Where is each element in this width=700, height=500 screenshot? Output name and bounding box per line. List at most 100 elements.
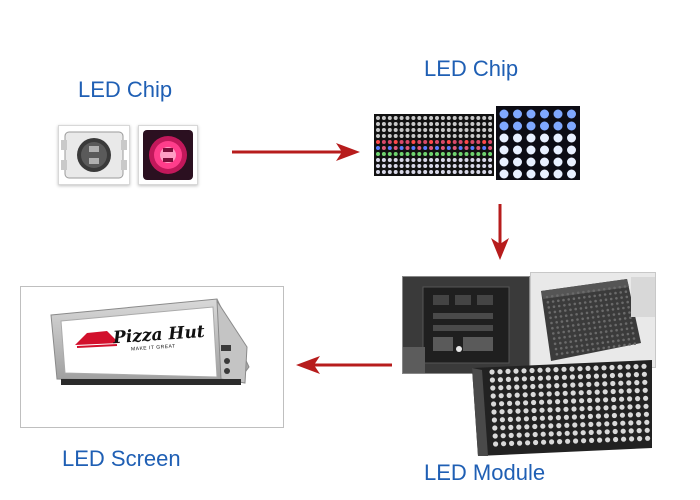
led-dot xyxy=(571,292,575,295)
led-dot xyxy=(482,122,487,126)
led-dot xyxy=(417,140,422,144)
led-dot xyxy=(602,314,605,318)
led-dot xyxy=(470,170,475,174)
led-dot xyxy=(521,368,527,374)
led-dot xyxy=(556,431,562,437)
led-dot xyxy=(635,404,641,410)
led-dot xyxy=(522,392,528,398)
led-dot xyxy=(609,292,612,296)
led-dot xyxy=(446,128,451,132)
led-dot xyxy=(601,365,607,371)
led-dot xyxy=(411,140,416,144)
led-dot xyxy=(565,346,568,349)
led-dot xyxy=(551,300,555,303)
led-dot xyxy=(435,146,439,150)
led-dot xyxy=(617,339,620,342)
led-dot xyxy=(531,407,537,414)
led-dot xyxy=(423,122,428,126)
led-dot xyxy=(488,134,493,138)
led-dot xyxy=(617,312,621,316)
led-dot xyxy=(464,170,469,174)
led-dot xyxy=(423,128,428,132)
led-dot xyxy=(612,428,618,435)
led-dot xyxy=(476,134,481,138)
led-dot xyxy=(588,295,591,298)
led-dot xyxy=(603,413,609,419)
led-dot xyxy=(553,157,563,167)
led-dot xyxy=(470,116,475,120)
led-dot xyxy=(591,316,595,319)
led-dot xyxy=(464,122,469,126)
led-dot xyxy=(588,327,591,330)
led-dot xyxy=(393,158,398,162)
led-dot xyxy=(482,116,487,120)
led-dot xyxy=(376,116,380,120)
led-dot xyxy=(381,152,386,156)
led-dot xyxy=(592,321,596,324)
led-dot xyxy=(381,158,386,162)
led-dot xyxy=(423,158,428,162)
led-dot xyxy=(603,319,606,323)
led-dot xyxy=(513,145,522,155)
led-dot xyxy=(476,152,481,156)
led-dot xyxy=(500,425,506,431)
led-dot xyxy=(627,404,633,410)
led-dot xyxy=(387,128,392,132)
led-dot xyxy=(393,128,398,132)
led-dot xyxy=(405,158,410,162)
led-dot xyxy=(553,145,563,155)
led-dot xyxy=(417,146,422,150)
led-dot xyxy=(597,315,600,318)
led-dot xyxy=(539,407,545,413)
led-dot xyxy=(597,320,601,324)
taxi-top-sign-graphic xyxy=(50,298,250,385)
led-dot xyxy=(553,310,557,314)
led-dot xyxy=(628,311,631,314)
led-dot xyxy=(387,122,392,126)
led-dot xyxy=(615,297,618,300)
led-dot xyxy=(584,306,588,309)
led-dot xyxy=(590,337,593,341)
led-dot xyxy=(458,128,463,132)
led-dot xyxy=(620,420,626,426)
led-dot xyxy=(531,399,537,406)
led-dot xyxy=(619,396,625,402)
led-dot xyxy=(587,290,590,293)
led-dot xyxy=(429,170,434,174)
led-dot xyxy=(636,420,642,426)
led-dot xyxy=(530,383,536,390)
led-dot xyxy=(645,435,651,441)
led-dot xyxy=(641,363,647,369)
led-dot xyxy=(597,288,601,292)
led-dot xyxy=(625,295,629,299)
led-dot xyxy=(567,145,576,155)
led-dot xyxy=(622,306,625,310)
led-dot xyxy=(592,289,596,292)
led-dot xyxy=(446,122,451,126)
led-dot xyxy=(593,326,597,330)
label-led-chip-left: LED Chip xyxy=(78,77,173,102)
led-dot xyxy=(523,400,529,406)
led-dot xyxy=(435,158,439,162)
led-module-back-image xyxy=(402,276,530,374)
led-dot xyxy=(603,293,607,296)
led-dot xyxy=(628,428,634,434)
led-dot xyxy=(458,140,463,144)
led-dot xyxy=(604,330,608,333)
led-dot xyxy=(524,432,530,438)
led-dot xyxy=(514,384,520,390)
led-dot xyxy=(435,128,439,132)
led-dot xyxy=(610,380,616,387)
led-dot xyxy=(464,116,469,120)
led-dot xyxy=(558,309,562,313)
led-dot xyxy=(470,140,475,144)
led-dot xyxy=(423,152,428,156)
led-dot xyxy=(643,403,649,409)
led-dot xyxy=(580,430,586,436)
led-module-angled-image xyxy=(530,272,656,368)
led-dot xyxy=(563,414,569,420)
led-dot xyxy=(458,146,463,150)
led-dot xyxy=(381,128,386,132)
led-dot xyxy=(405,164,410,168)
led-dot xyxy=(537,367,543,373)
